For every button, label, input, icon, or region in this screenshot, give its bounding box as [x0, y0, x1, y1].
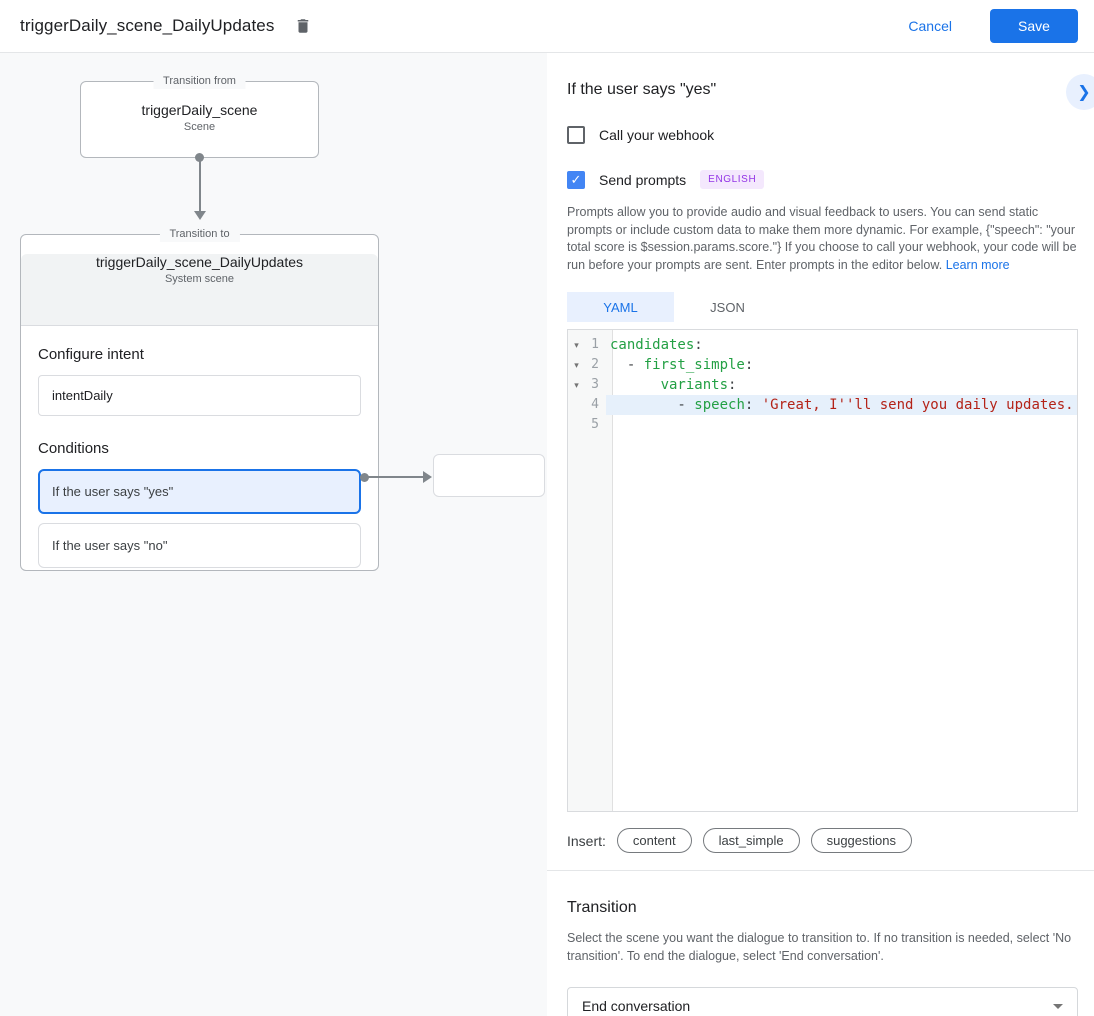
line-number: 2: [591, 357, 599, 372]
fold-caret-icon[interactable]: ▾: [574, 360, 579, 370]
line-number: 3: [591, 377, 599, 392]
prompts-description: Prompts allow you to provide audio and v…: [567, 204, 1078, 274]
code-line[interactable]: - first_simple:: [610, 357, 754, 373]
code-line[interactable]: variants:: [660, 377, 737, 393]
to-node-title: triggerDaily_scene_DailyUpdates: [96, 254, 303, 270]
panel-title: If the user says "yes": [567, 81, 717, 98]
webhook-checkbox-label: Call your webhook: [599, 127, 715, 143]
intent-field[interactable]: intentDaily: [38, 375, 361, 416]
webhook-checkbox[interactable]: [567, 126, 585, 144]
transition-description: Select the scene you want the dialogue t…: [567, 931, 1072, 963]
transition-from-legend: Transition from: [153, 74, 246, 89]
transition-title: Transition: [567, 899, 637, 916]
checkmark-icon: ✓: [570, 172, 582, 187]
editor-format-tabs: YAML JSON: [567, 292, 1078, 322]
editor-gutter: [568, 330, 613, 811]
arrow-down-icon: [194, 211, 206, 220]
arrow-right-icon: [423, 471, 432, 483]
caret-down-icon: [1053, 1003, 1063, 1009]
line-number: 1: [591, 337, 599, 352]
fold-caret-icon[interactable]: ▾: [574, 340, 579, 350]
transition-target-node[interactable]: [433, 454, 545, 497]
configure-intent-label: Configure intent: [38, 346, 144, 363]
code-line[interactable]: [606, 415, 1077, 435]
prompts-checkbox-label: Send prompts: [599, 171, 687, 188]
from-node-subtitle: Scene: [183, 121, 216, 133]
cancel-button[interactable]: Cancel: [902, 17, 958, 35]
connector-dot: [360, 473, 369, 482]
learn-more-link[interactable]: Learn more: [945, 257, 1010, 272]
line-number: 4: [591, 397, 599, 412]
tab-json[interactable]: JSON: [710, 299, 745, 315]
yaml-code-editor[interactable]: ▾ 1 candidates: ▾ 2 - first_simple: ▾ 3 …: [567, 329, 1078, 812]
prompts-checkbox-row: ✓ Send prompts ENGLISH: [567, 170, 1078, 189]
page-title: triggerDaily_scene_DailyUpdates: [20, 16, 275, 35]
insert-chip-content[interactable]: content: [616, 828, 692, 853]
editor-line: ▾ 2 - first_simple:: [568, 355, 1077, 375]
code-line[interactable]: candidates:: [610, 337, 703, 353]
insert-row: Insert: content last_simple suggestions: [567, 828, 1078, 853]
prompts-description-text: Prompts allow you to provide audio and v…: [567, 205, 1077, 272]
editor-line-highlighted: 4 - speech: 'Great, I''ll send you daily…: [568, 395, 1077, 415]
save-button[interactable]: Save: [990, 9, 1078, 43]
line-number: 5: [591, 417, 599, 432]
connector-line-horizontal: [367, 476, 424, 478]
fold-caret-icon[interactable]: ▾: [574, 380, 579, 390]
top-bar: triggerDaily_scene_DailyUpdates Cancel S…: [0, 0, 1094, 53]
insert-chip-last-simple[interactable]: last_simple: [702, 828, 800, 853]
to-node-subtitle: System scene: [164, 273, 235, 285]
insert-chip-suggestions[interactable]: suggestions: [810, 828, 912, 853]
fold-caret-icon: [568, 395, 585, 415]
to-node-header: triggerDaily_scene_DailyUpdates System s…: [21, 254, 378, 326]
trash-icon: [298, 19, 309, 33]
condition-item-yes[interactable]: If the user says "yes": [38, 469, 361, 514]
editor-line: 5: [568, 415, 1077, 435]
transition-select[interactable]: End conversation: [567, 987, 1078, 1016]
chevron-right-icon: ❯: [1077, 84, 1091, 101]
editor-line: ▾ 3 variants:: [568, 375, 1077, 395]
conditions-label: Conditions: [38, 440, 109, 457]
connector-line-vertical: [199, 157, 201, 213]
transition-to-legend: Transition to: [159, 227, 240, 242]
condition-item-no[interactable]: If the user says "no": [38, 523, 361, 568]
condition-no-label: If the user says "no": [52, 538, 168, 553]
code-line[interactable]: - speech: 'Great, I''ll send you daily u…: [606, 395, 1077, 415]
delete-button[interactable]: [290, 12, 316, 40]
insert-label: Insert:: [567, 832, 606, 849]
transition-section: Transition Select the scene you want the…: [567, 871, 1078, 1016]
collapse-panel-button[interactable]: ❯: [1066, 74, 1094, 110]
fold-caret-icon: [568, 415, 585, 435]
section-divider: [547, 870, 1094, 871]
intent-value: intentDaily: [52, 388, 113, 403]
transition-select-value: End conversation: [582, 998, 691, 1014]
prompts-checkbox[interactable]: ✓: [567, 170, 585, 189]
scene-diagram-canvas: Transition from triggerDaily_scene Scene…: [0, 53, 547, 1016]
webhook-checkbox-row: Call your webhook: [567, 126, 1078, 144]
editor-line: ▾ 1 candidates:: [568, 335, 1077, 355]
condition-editor-panel: ❯ If the user says "yes" Call your webho…: [547, 53, 1094, 1016]
tab-yaml[interactable]: YAML: [567, 292, 674, 322]
transition-from-node[interactable]: Transition from triggerDaily_scene Scene: [80, 74, 319, 158]
language-badge: ENGLISH: [700, 170, 765, 189]
to-node-body: Configure intent intentDaily Conditions …: [21, 326, 378, 568]
transition-to-node[interactable]: Transition to triggerDaily_scene_DailyUp…: [20, 227, 379, 571]
from-node-title: triggerDaily_scene: [141, 102, 258, 118]
condition-yes-label: If the user says "yes": [52, 484, 174, 499]
